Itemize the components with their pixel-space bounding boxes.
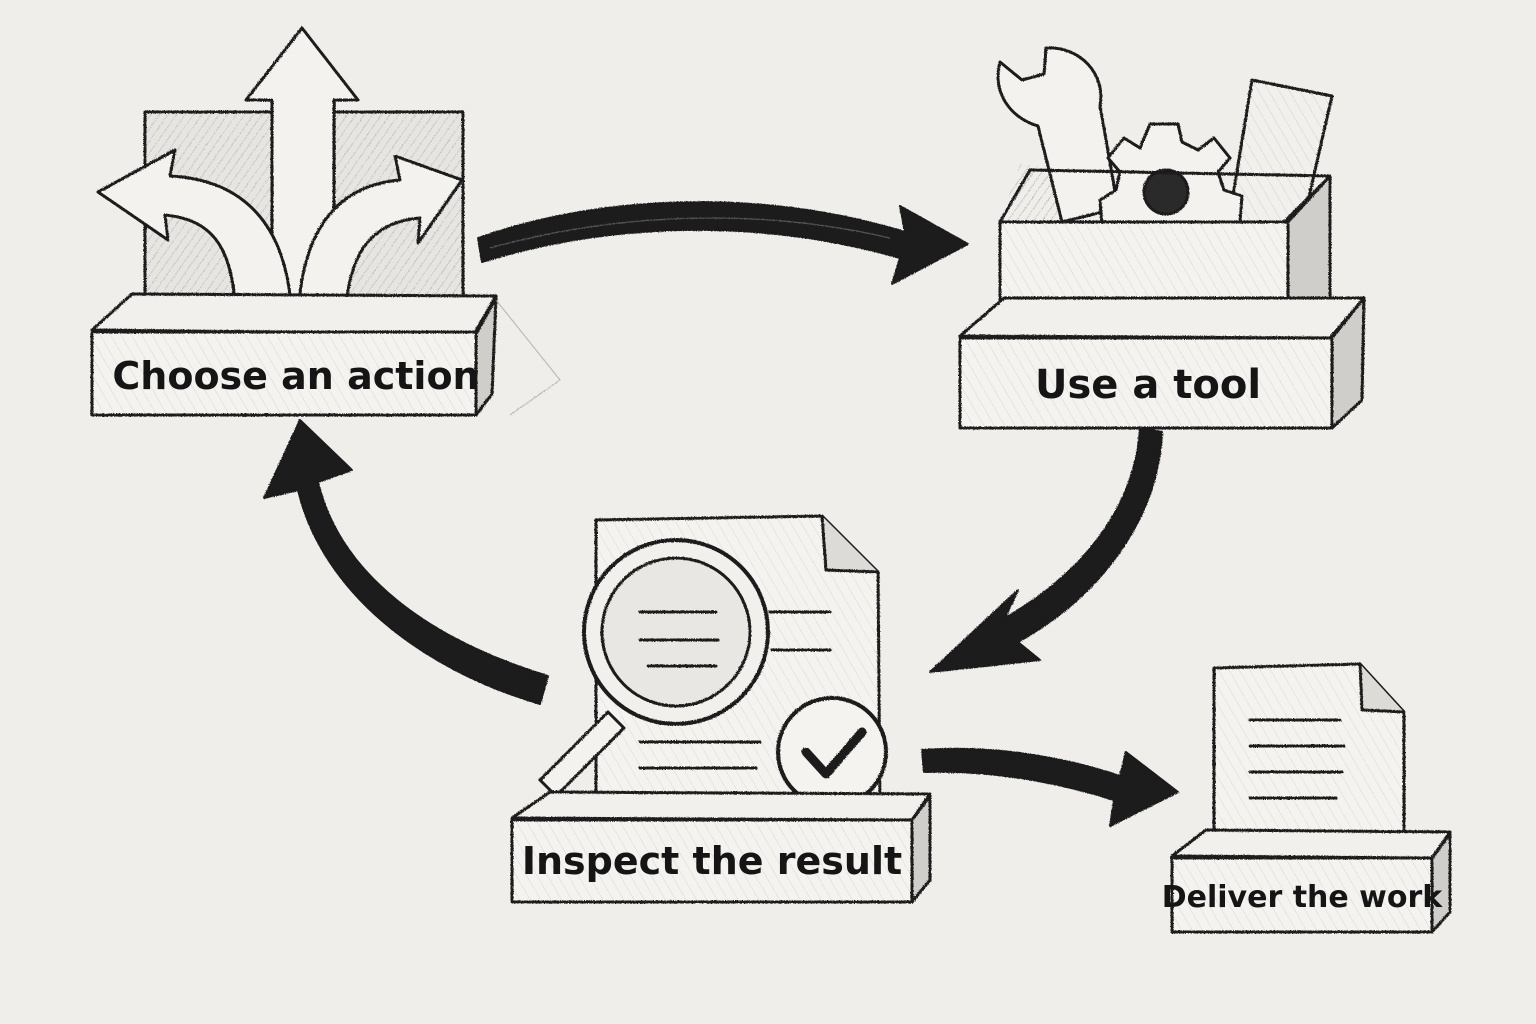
- node-inspect-the-result: [510, 514, 932, 904]
- node-label-inspect: Inspect the result: [522, 839, 902, 883]
- label-block-inspect: [510, 790, 932, 904]
- node-label-deliver: Deliver the work: [1162, 880, 1444, 915]
- arrow-tool-to-inspect: [929, 427, 1163, 673]
- arrow-choose-to-tool: [477, 201, 969, 285]
- magnifier-document-check-icon: [538, 514, 888, 814]
- node-label-choose: Choose an action: [112, 354, 479, 398]
- arrow-inspect-to-choose: [263, 419, 549, 705]
- arrow-inspect-to-deliver: [921, 747, 1179, 827]
- node-use-a-tool: [958, 46, 1366, 430]
- node-choose-an-action: [90, 26, 561, 417]
- edge-arrows: [263, 201, 1179, 827]
- gear-icon: [1098, 122, 1244, 228]
- branching-arrows-icon: [96, 26, 465, 332]
- label-block-choose: [90, 292, 561, 417]
- document-icon: [1212, 662, 1406, 854]
- toolbox-icon: [996, 46, 1334, 342]
- node-label-tool: Use a tool: [1035, 362, 1261, 408]
- label-block-deliver: [1170, 828, 1452, 934]
- label-block-tool: [958, 296, 1366, 430]
- node-deliver-the-work: [1170, 662, 1452, 934]
- checkmark-icon: [776, 696, 888, 808]
